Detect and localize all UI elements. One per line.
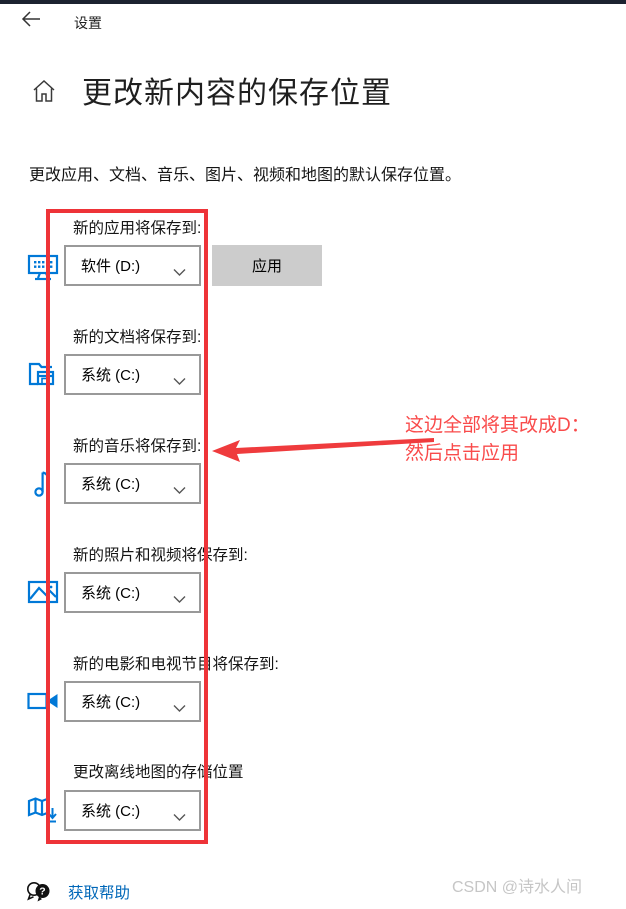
chevron-down-icon (173, 809, 186, 821)
help-bubble-icon: ? (26, 880, 53, 903)
chevron-down-icon (173, 591, 186, 603)
documents-save-label: 新的文档将保存到: (73, 329, 202, 346)
dropdown-value: 系统 (C:) (81, 367, 141, 384)
left-arrow-icon (20, 9, 42, 34)
documents-drive-dropdown[interactable]: 系统 (C:) (64, 354, 201, 395)
home-icon (31, 78, 57, 104)
video-camera-icon (26, 684, 60, 718)
window-top-edge (0, 0, 626, 4)
map-download-icon (26, 793, 60, 827)
dropdown-value: 系统 (C:) (81, 585, 141, 602)
maps-storage-label: 更改离线地图的存储位置 (73, 764, 244, 781)
movies-drive-dropdown[interactable]: 系统 (C:) (64, 681, 201, 722)
annotation-red-arrow (212, 438, 434, 462)
dropdown-value: 软件 (D:) (81, 258, 141, 275)
photos-picture-icon (26, 575, 60, 609)
apply-button[interactable]: 应用 (212, 245, 322, 286)
maps-drive-dropdown[interactable]: 系统 (C:) (64, 790, 201, 831)
chevron-down-icon (173, 482, 186, 494)
annotation-note-line2: 然后点击应用 (405, 443, 520, 464)
chevron-down-icon (173, 700, 186, 712)
get-help-link[interactable]: 获取帮助 (68, 884, 131, 902)
dropdown-value: 系统 (C:) (81, 476, 141, 493)
app-title: 设置 (74, 15, 102, 31)
annotation-note-line1: 这边全部将其改成D： (405, 415, 590, 436)
documents-folder-icon (26, 357, 60, 391)
photos-drive-dropdown[interactable]: 系统 (C:) (64, 572, 201, 613)
photos-save-label: 新的照片和视频将保存到: (73, 547, 248, 564)
watermark: CSDN @诗水人间 (452, 879, 583, 896)
movies-save-label: 新的电影和电视节目将保存到: (73, 656, 279, 673)
annotation-red-rectangle (46, 209, 208, 844)
music-drive-dropdown[interactable]: 系统 (C:) (64, 463, 201, 504)
music-note-icon (26, 466, 60, 500)
chevron-down-icon (173, 373, 186, 385)
dropdown-value: 系统 (C:) (81, 803, 141, 820)
page-title: 更改新内容的保存位置 (82, 77, 392, 110)
apps-drive-dropdown[interactable]: 软件 (D:) (64, 245, 201, 286)
svg-text:?: ? (39, 886, 45, 898)
page-subtitle: 更改应用、文档、音乐、图片、视频和地图的默认保存位置。 (29, 167, 462, 184)
apps-monitor-icon (26, 249, 60, 283)
music-save-label: 新的音乐将保存到: (73, 438, 202, 455)
chevron-down-icon (173, 264, 186, 276)
apps-save-label: 新的应用将保存到: (73, 220, 202, 237)
dropdown-value: 系统 (C:) (81, 694, 141, 711)
back-button[interactable] (16, 6, 46, 36)
annotation-note: 这边全部将其改成D： 然后点击应用 (405, 412, 590, 468)
